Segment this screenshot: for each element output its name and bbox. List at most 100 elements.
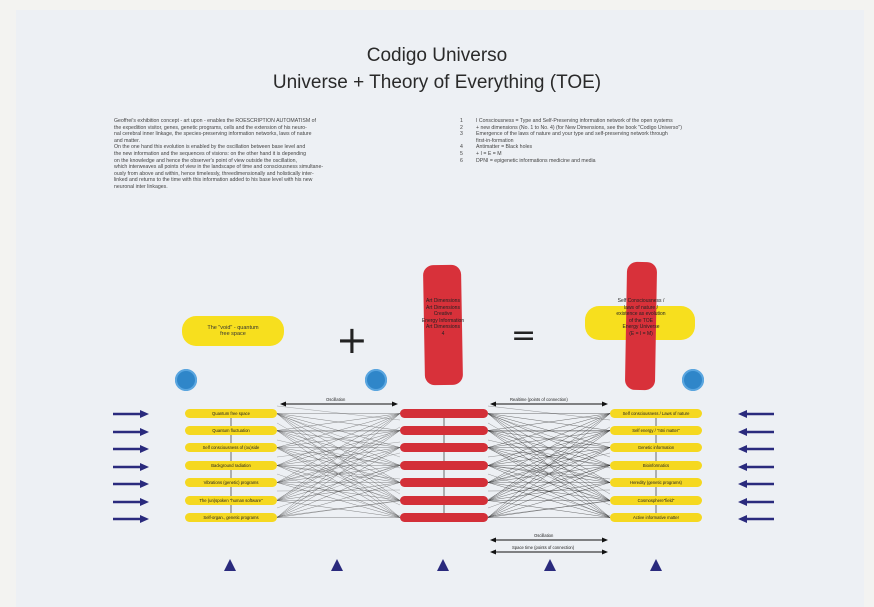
- mesh-line: [276, 463, 401, 509]
- list-text: Antimatter = Black holes: [476, 144, 533, 151]
- left-column-pill: Self-organ., genetic programs: [185, 513, 277, 522]
- list-text: first-in-formation: [476, 137, 514, 144]
- list-text: I Consciousness = Type and Self-Preservi…: [476, 118, 673, 124]
- left-arrow-head: [140, 463, 149, 471]
- mesh-line: [487, 439, 611, 469]
- mesh-line: [276, 452, 401, 483]
- right-arrow-head: [738, 428, 747, 436]
- intro-line: which interweaves all points of view in …: [114, 164, 324, 171]
- blue-circle-left: [175, 369, 197, 391]
- mesh-line: [276, 413, 401, 483]
- intro-line: Geoffrei's exhibition concept - art upon…: [114, 118, 316, 124]
- mesh-line: [276, 439, 401, 469]
- up-triangle-5: [650, 559, 662, 571]
- blue-circle-mid: [365, 369, 387, 391]
- spacetime-bottom-arrow-head-left: [490, 549, 496, 555]
- right-column-pill: Genetic information: [610, 443, 702, 452]
- intro-line: On the one hand this evolution is enable…: [114, 144, 306, 151]
- right-column-pill: Active informative matter: [610, 513, 702, 522]
- right-column-pill: Heredity (genetic programs): [610, 478, 702, 487]
- mesh-line: [487, 441, 611, 458]
- list-number: 4: [460, 144, 463, 151]
- mesh-line: [487, 489, 611, 492]
- mesh-line: [276, 465, 401, 518]
- mesh-line: [487, 465, 611, 480]
- list-text: Emergence of the laws of nature and your…: [476, 131, 668, 138]
- list-number: 6: [460, 157, 463, 164]
- left-column-pill: Background radiation: [185, 461, 277, 470]
- right-arrow-head: [738, 498, 747, 506]
- right-text-line: of the TOE: [629, 317, 653, 324]
- mesh-line: [276, 413, 401, 501]
- void-blob-label: The "void" - quantum free space: [207, 325, 259, 337]
- mesh-line: [276, 441, 401, 458]
- oscillation-top-label: Oscillation: [326, 397, 346, 402]
- left-column-pill: The (un)spoken "human software": [185, 496, 277, 505]
- intro-line: on the knowledge and hence the observer'…: [114, 157, 297, 164]
- intro-line: linked and returns to the time with this…: [114, 177, 313, 184]
- mesh-line: [487, 448, 611, 506]
- mesh-line: [487, 447, 611, 518]
- left-arrow-head: [140, 445, 149, 453]
- center-column-pill: [400, 478, 488, 487]
- mesh-line: [276, 465, 401, 480]
- right-text-line: laws of nature /: [624, 304, 658, 311]
- right-text-line: existence as evolution: [616, 311, 666, 318]
- equals-sign: =: [511, 318, 537, 353]
- mesh-line: [276, 405, 401, 421]
- right-arrow-head: [738, 445, 747, 453]
- page-subtitle: Universe + Theory of Everything (TOE): [272, 72, 602, 93]
- list-item: 2+ new dimensions (No. 1 to No. 4) (for …: [460, 125, 800, 132]
- mesh-line: [276, 413, 401, 448]
- oscillation-top-arrow-head-right: [392, 401, 398, 407]
- realtime-top-arrow-head-left: [490, 401, 496, 407]
- mesh-line: [487, 426, 611, 500]
- right-arrow-head: [738, 480, 747, 488]
- mesh-line: [276, 482, 401, 518]
- up-triangle-2: [331, 559, 343, 571]
- mesh-line: [276, 500, 401, 518]
- intro-line: ously from above and within, hence timel…: [114, 170, 314, 177]
- mesh-line: [487, 500, 611, 517]
- right-arrow-head: [738, 463, 747, 471]
- mesh-line: [487, 413, 611, 483]
- spacetime-bottom-label: Space time (points of connection): [512, 545, 575, 550]
- right-text-line: Self Consciousness /: [617, 298, 665, 304]
- mesh-line: [276, 448, 401, 506]
- intro-line: the expedition visitor, genes, genetic p…: [114, 124, 307, 131]
- mesh-line: [487, 413, 611, 466]
- center-text-line: Art Dimensions: [426, 324, 460, 331]
- mesh-line: [276, 413, 401, 518]
- left-arrow-head: [140, 515, 149, 523]
- mesh-line: [487, 413, 611, 518]
- intro-paragraph: Geoffrei's exhibition concept - art upon…: [114, 118, 432, 191]
- list-number: 5: [460, 150, 463, 157]
- center-column-pill: [400, 461, 488, 470]
- page-title: Codigo Universo: [366, 45, 508, 66]
- center-column-pill: [400, 496, 488, 505]
- right-arrow-head: [738, 410, 747, 418]
- mesh-line: [276, 447, 401, 483]
- center-column-pill: [400, 409, 488, 418]
- center-text-line: Art Dimensions: [426, 298, 460, 304]
- left-column-pill: Quantum fluctuation: [185, 426, 277, 435]
- center-column-pill: [400, 443, 488, 452]
- void-blob: The "void" - quantum free space: [182, 316, 284, 346]
- list-item: 4 Antimatter = Black holes: [460, 144, 800, 151]
- oscillation-top-right-label: Realtime (points of connection): [510, 397, 568, 402]
- mesh-line: [487, 482, 611, 518]
- intro-line: neuronal inter linkages.: [114, 183, 168, 190]
- center-text-line: Art Dimensions: [426, 304, 460, 311]
- right-text-line: Energy Universe: [622, 324, 660, 331]
- right-arrow-head: [738, 515, 747, 523]
- left-column-pill: Quantum free space: [185, 409, 277, 418]
- mesh-line: [276, 447, 401, 518]
- mesh-line: [487, 414, 611, 458]
- mesh-line: [276, 500, 401, 517]
- mesh-line: [276, 414, 401, 458]
- spacetime-bottom-arrow-head-right: [602, 549, 608, 555]
- oscillation-bottom-arrow-head-left: [490, 537, 496, 543]
- list-item: 5+ I = E = M: [460, 151, 800, 158]
- mesh-line: [487, 430, 611, 432]
